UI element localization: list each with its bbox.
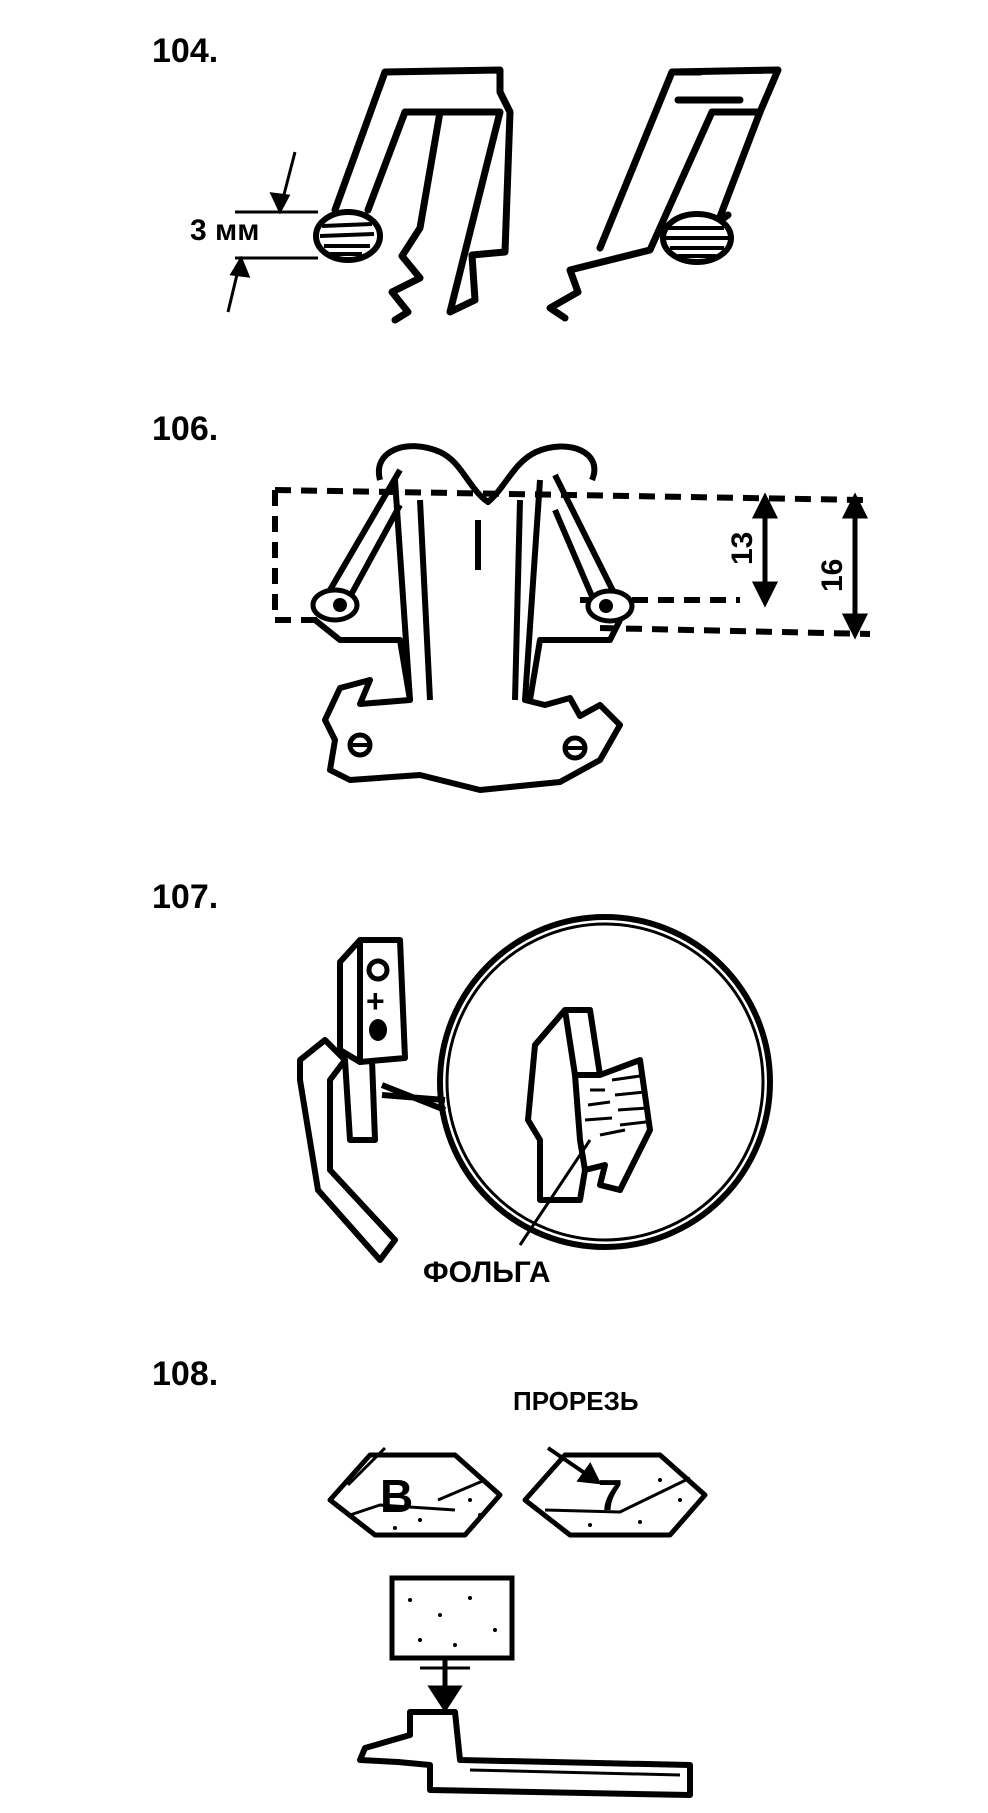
figure-107-terminal-foil: + ФОЛЬГА <box>297 914 773 1289</box>
slot-label: ПРОРЕЗЬ <box>513 1386 639 1416</box>
brush-block-right <box>522 1452 708 1538</box>
figure-number-107: 107. <box>152 878 219 916</box>
brush-block-left <box>327 1446 503 1538</box>
dimension-label-13: 13 <box>726 532 759 565</box>
dimension-3mm <box>226 151 318 313</box>
figure-number-106: 106. <box>152 410 219 448</box>
insertion-arrow <box>420 1660 470 1713</box>
brush-block-right-mark: 7 <box>598 1471 622 1520</box>
brush-contact-right <box>585 588 635 624</box>
figure-106-brush-assembly: 13 16 <box>272 443 871 793</box>
assembly-base-plate <box>322 479 623 793</box>
magnified-brush <box>525 1007 653 1203</box>
figure-104-brush-holder: 3 мм <box>190 66 782 324</box>
brush-holder-left-arm <box>331 66 514 324</box>
dimension-label-16: 16 <box>816 559 849 592</box>
dimension-label-3mm: 3 мм <box>190 214 259 247</box>
brush-right <box>660 211 734 265</box>
brush-block-left-mark: B <box>380 1470 413 1522</box>
brush-left <box>313 209 383 263</box>
screw-right <box>562 735 588 761</box>
screw-left <box>347 732 373 758</box>
brush-above-holder <box>389 1575 515 1661</box>
foil-texture <box>584 1074 649 1137</box>
lead-wire <box>297 1037 398 1263</box>
brush-holder-rail <box>357 1709 693 1798</box>
magnifier-circle <box>437 914 773 1250</box>
figure-number-108: 108. <box>152 1355 219 1393</box>
assembly-top-humps <box>375 443 598 505</box>
figure-number-104: 104. <box>152 32 219 70</box>
brush-texture <box>348 1478 682 1530</box>
brush-contact-left <box>310 587 360 623</box>
polarity-plus-label: + <box>366 983 385 1019</box>
foil-label: ФОЛЬГА <box>423 1256 551 1289</box>
